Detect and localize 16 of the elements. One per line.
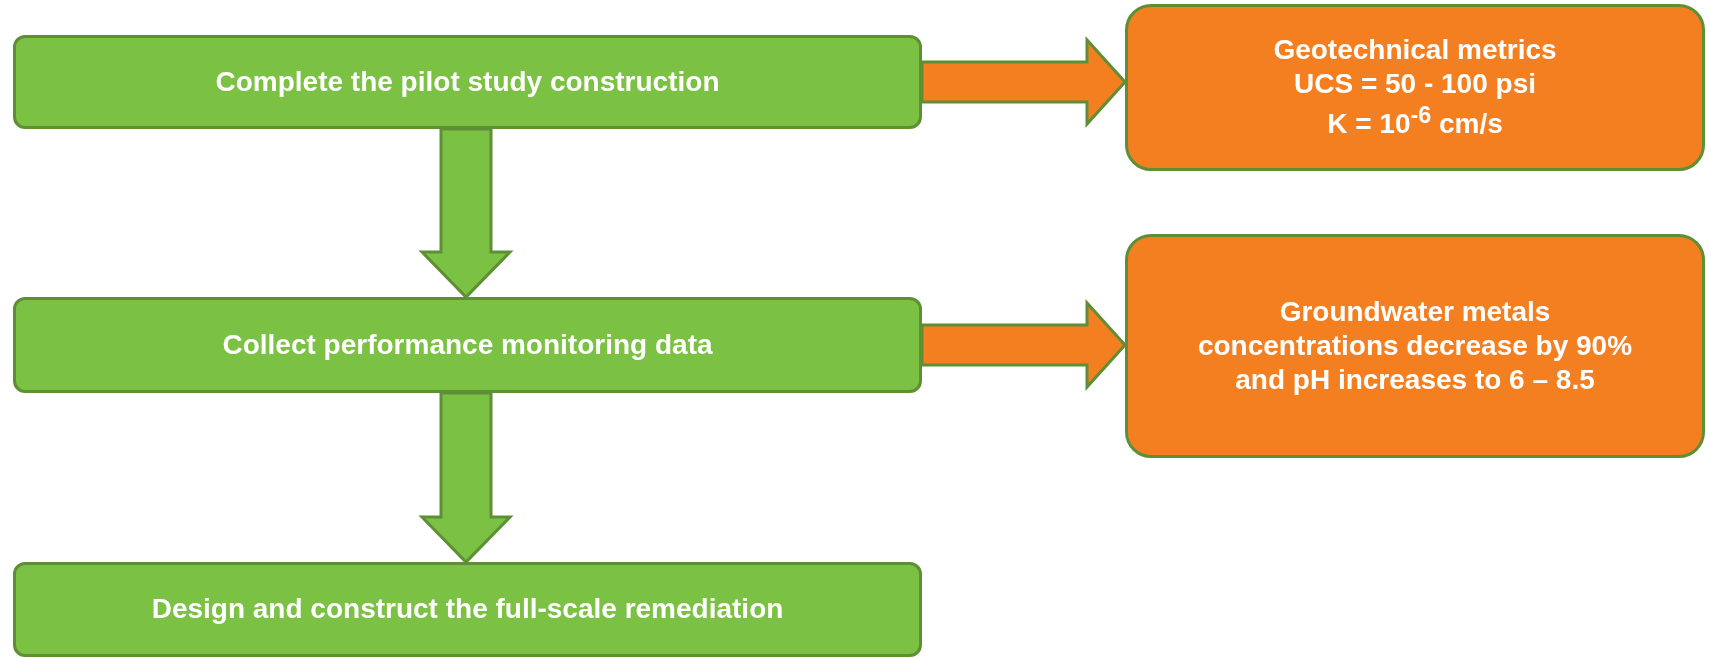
process-box [1125,4,1705,171]
process-box [13,297,922,393]
block-arrow [920,36,1128,128]
box-text: UCS = 50 - 100 psi [1294,67,1536,102]
box-text: Geotechnical metrics [1273,33,1557,68]
process-box [13,562,922,657]
block-arrow [418,391,514,565]
process-box [1125,234,1705,458]
block-arrow [920,299,1128,391]
process-box [13,35,922,129]
box-text: Groundwater metals concentrations decrease by 90% and pH increases to 6 – 8.5 [1196,294,1634,398]
box-text: K = 10$^{-6}$ cm/s [1327,101,1503,142]
block-arrow [418,127,514,300]
box-text: Collect performance monitoring data [222,327,713,362]
box-text: Complete the pilot study construction [215,64,720,99]
box-text: Design and construct the full-scale remediation [151,592,784,627]
